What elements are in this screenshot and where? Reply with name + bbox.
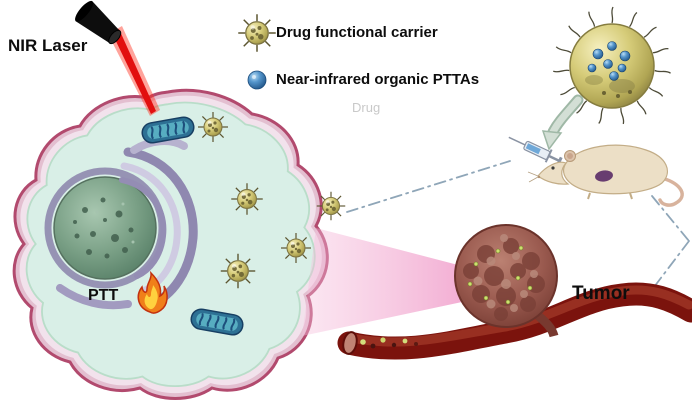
- drug-carrier-icon: [237, 13, 277, 53]
- legend-label-drug-carrier: Drug functional carrier: [276, 24, 438, 41]
- tumor-label: Tumor: [572, 283, 630, 304]
- legend-label-pttas: Near-infrared organic PTTAs: [276, 71, 480, 88]
- mouse-illustration: [527, 144, 684, 207]
- arrow-to-syringe: [541, 94, 584, 151]
- pink-zoom-beam: [302, 228, 462, 336]
- endoplasmic-reticulum: [56, 137, 198, 310]
- mitochondrion-top: [141, 116, 195, 144]
- dash-dot-connectors: [346, 160, 690, 292]
- watermark-drug: Drug: [352, 100, 381, 115]
- ptta-sphere-icon: [247, 70, 267, 90]
- syringe-icon: [508, 136, 563, 166]
- flame-icon: [137, 270, 168, 314]
- laser-device: [75, 0, 122, 45]
- nir-laser-label: NIR Laser: [8, 36, 88, 55]
- vessel-particles: [360, 337, 418, 349]
- laser-beam: [108, 26, 160, 116]
- mitochondrion-bottom: [190, 308, 244, 336]
- ptta-dots: [587, 41, 631, 81]
- nucleus: [44, 167, 166, 289]
- tumor-mass: [454, 224, 558, 328]
- ptt-label: PTT: [88, 287, 119, 304]
- big-nanoparticle: [552, 6, 672, 125]
